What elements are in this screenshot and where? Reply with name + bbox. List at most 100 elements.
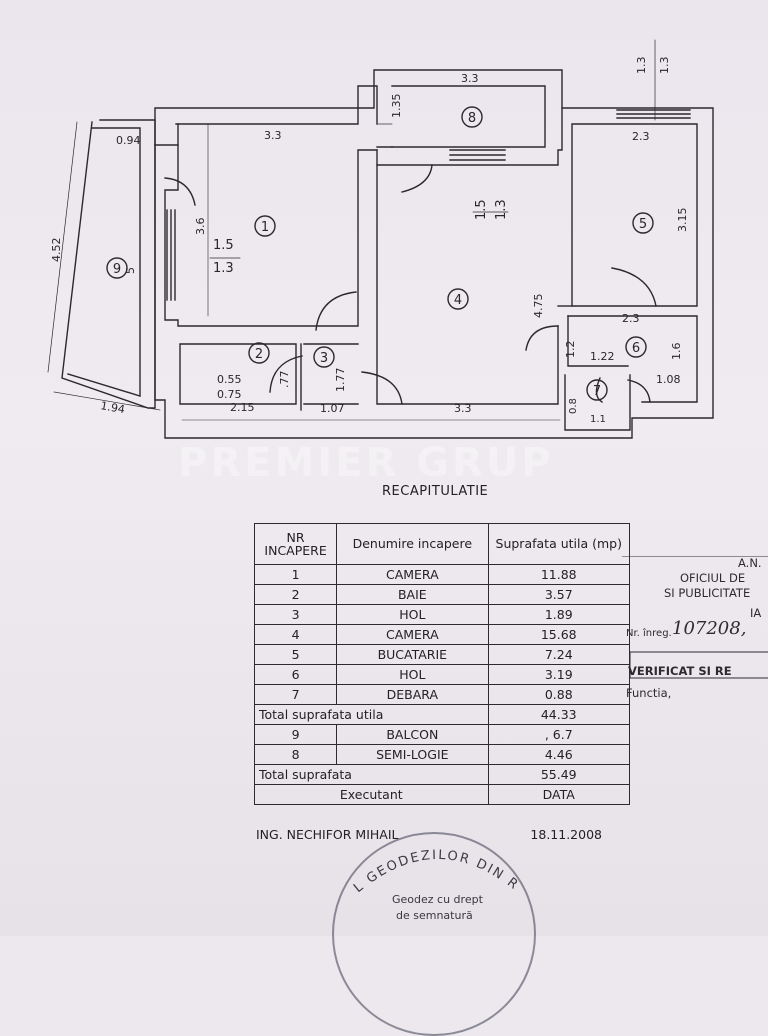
cell-area: 11.88 [487,564,630,585]
table-row: 4 CAMERA 15.68 [253,624,630,645]
registration-box-lines [622,556,768,679]
room-number: 4 [454,293,462,308]
table-row: 7 DEBARA 0.88 [253,684,630,705]
cell-name: HOL [336,664,489,685]
table-row: 8 SEMI-LOGIE 4.46 [253,744,630,765]
dim-text: 1.6 [670,343,683,361]
room-number: 7 [593,384,601,399]
table-row: 1 CAMERA 11.88 [253,564,630,585]
cell-name: HOL [336,604,489,625]
dim-text: 0.94 [116,134,141,147]
table-row: 2 BAIE 3.57 [253,584,630,605]
total-label: Total suprafata [254,764,489,785]
cell-name: SEMI-LOGIE [336,744,489,765]
dim-text: 1.2 [564,341,577,359]
dim-text: 3.15 [676,208,689,233]
dim-text: 1.94 [99,399,125,416]
dim-text: 1.35 [390,94,403,119]
data-label: DATA [487,784,630,805]
room-number: 6 [632,341,640,356]
header-nr: NR INCAPERE [253,523,338,565]
cell-nr: 2 [253,584,338,605]
dim-text: 1.08 [656,373,681,386]
room-number: 2 [255,347,263,362]
table-row: 9 BALCON , 6.7 [253,724,630,745]
functia-label: Functia, [626,686,672,700]
agency-line-2: OFICIUL DE [680,571,746,585]
room-number: 3 [320,351,328,366]
cell-nr: 4 [253,624,338,645]
cell-name: DEBARA [336,684,489,705]
cell-nr: 6 [253,664,338,685]
room-number: 5 [639,217,647,232]
table-row: 3 HOL 1.89 [253,604,630,625]
cell-nr: 7 [253,684,338,705]
stamp-arc-text: L GEODEZILOR DIN RO [348,835,520,895]
dim-text: 1.5 [474,199,489,220]
stamp-line-2: de semnatură [396,909,473,922]
cell-name: BUCATARIE [336,644,489,665]
total-row: Total suprafata 55.49 [254,764,630,785]
table-row: 6 HOL 3.19 [253,664,630,685]
total-util-row: Total suprafata utila 44.33 [254,704,630,725]
dim-text: 2.3 [622,312,640,325]
cell-area: 7.24 [487,644,630,665]
signer-line: ING. NECHIFOR MIHAIL 18.11.2008 [256,827,632,842]
cell-nr: 3 [253,604,338,625]
dim-text: 1.1 [590,414,606,425]
agency-line-3: SI PUBLICITATE [664,586,751,600]
cell-name: CAMERA [336,564,489,585]
stamp-line-1: Geodez cu drept [392,893,483,906]
dim-text: 4.52 [50,238,63,263]
nr-label: Nr. înreg. [626,628,672,639]
executant-label: Executant [254,784,489,805]
dim-text: 1.07 [320,402,345,415]
total-util-value: 44.33 [487,704,630,725]
cell-nr: 8 [253,744,338,765]
dim-text: 3.3 [264,129,282,142]
dim-text: 0.8 [568,398,579,414]
dim-text: 1.3 [658,57,671,75]
dim-text: 4.75 [532,294,545,319]
cell-nr: 9 [253,724,338,745]
dim-text: 3.6 [194,218,207,236]
total-value: 55.49 [487,764,630,785]
dim-text: 1.3 [635,57,648,75]
dim-text: 2.3 [632,130,650,143]
stamp-arc: L GEODEZILOR DIN RO [348,835,522,895]
dim-text: 2.15 [230,401,255,414]
room-number: 9 [113,262,121,277]
executant-row: Executant DATA [254,784,630,805]
agency-line-4: IA [750,606,762,620]
table-header-row: NR INCAPERE Denumire incapere Suprafata … [253,523,630,565]
cell-nr: 1 [253,564,338,585]
signer-date: 18.11.2008 [530,827,602,842]
cell-name: CAMERA [336,624,489,645]
table-row: 5 BUCATARIE 7.24 [253,644,630,665]
header-name: Denumire incapere [336,523,489,565]
signer-name: ING. NECHIFOR MIHAIL [256,827,399,842]
dim-text: 0.55 [217,373,242,386]
dim-text: .77 [278,371,291,389]
recap-table: NR INCAPERE Denumire incapere Suprafata … [253,523,630,805]
cell-name: BAIE [336,584,489,605]
room-number: 1 [261,220,269,235]
dim-text: 1.3 [494,199,509,220]
recap-title: RECAPITULATIE [382,484,489,499]
cell-area: , 6.7 [487,724,630,745]
cell-area: 4.46 [487,744,630,765]
dim-text: 1.22 [590,350,615,363]
cell-area: 1.89 [487,604,630,625]
watermark: PREMIER GRUP [178,440,554,486]
svg-text:L GEODEZILOR DIN RO: L GEODEZILOR DIN RO [348,835,522,895]
header-area: Suprafata utila (mp) [487,523,630,565]
room-number: 8 [468,111,476,126]
cell-area: 0.88 [487,684,630,705]
cell-area: 3.57 [487,584,630,605]
dim-text: 0.75 [217,388,242,401]
nr-value: 107208, [672,618,747,639]
total-util-label: Total suprafata utila [254,704,489,725]
verified-label: VERIFICAT SI RE [628,664,732,678]
dim-text: 3.3 [454,402,472,415]
cell-area: 3.19 [487,664,630,685]
